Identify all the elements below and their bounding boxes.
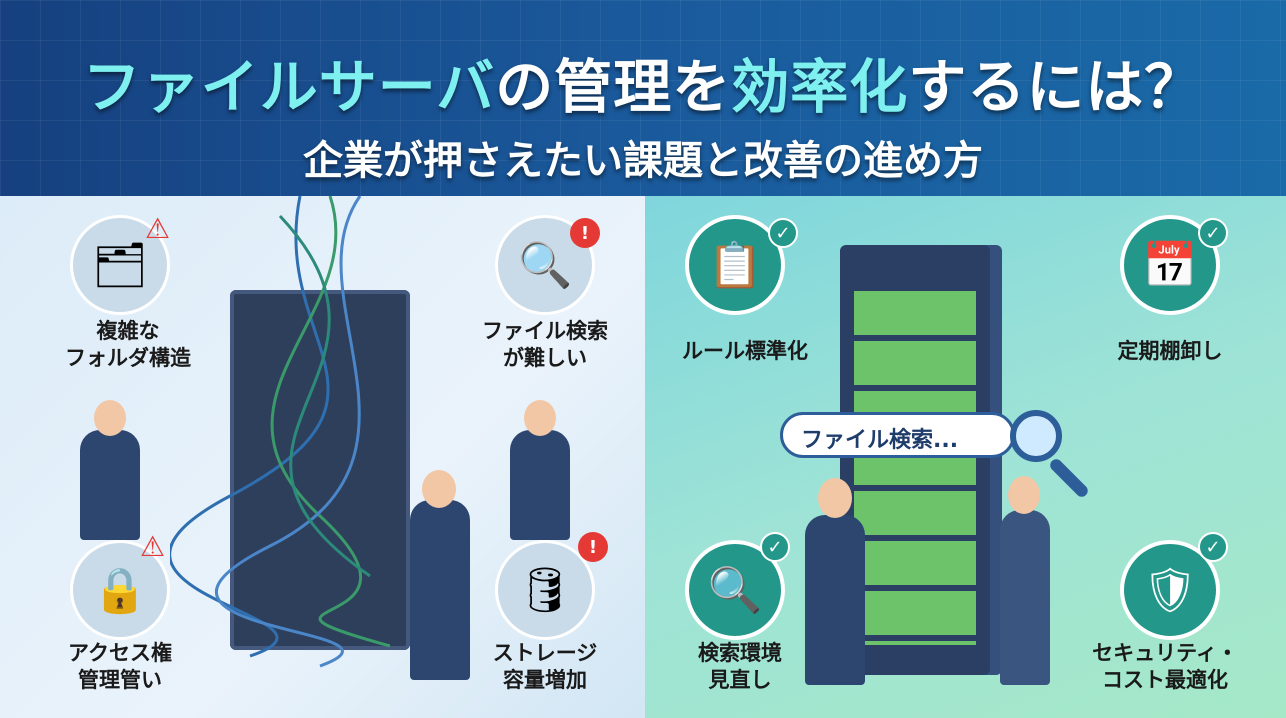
grid-background (0, 0, 1286, 196)
calendar-clock-icon: 📅 (1120, 215, 1220, 315)
tangled-cables-icon (170, 196, 391, 668)
person-head (524, 400, 556, 436)
person-head (94, 400, 126, 436)
check-icon: ✓ (1198, 532, 1228, 562)
solution-label: 検索環境見直し (698, 641, 782, 693)
magnifier-icon (1010, 410, 1062, 462)
problem-label: ストレージ容量増加 (492, 641, 598, 693)
title-part: するには？ (908, 53, 1204, 121)
folder-rack (854, 285, 976, 645)
alert-icon: ! (578, 532, 608, 562)
problem-label: アクセス権管理管い (68, 641, 172, 693)
page-title: ファイルサーバの管理を効率化するには？ (0, 40, 1286, 124)
padlock-icon: 🔒 (70, 540, 170, 640)
warning-icon: ⚠ (145, 212, 171, 245)
database-icon: 🛢 (495, 540, 595, 640)
businessman-illustration (805, 515, 865, 685)
businesswoman-illustration (1000, 510, 1050, 685)
page-subtitle: 企業が押さえたい課題と改善の進め方 (303, 138, 983, 184)
check-icon: ✓ (760, 532, 790, 562)
solution-label: ルール標準化 (682, 339, 808, 363)
check-icon: ✓ (1198, 218, 1228, 248)
folder-tree-icon: 🗂 (70, 215, 170, 315)
title-part: の管理を (495, 53, 732, 121)
document-search-icon: 🔍 (495, 215, 595, 315)
header-banner: ファイルサーバの管理を効率化するには？ 企業が押さえたい課題と改善の進め方 (0, 0, 1286, 196)
title-part: 効率化 (731, 53, 909, 121)
person-head (422, 470, 456, 508)
check-icon: ✓ (768, 218, 798, 248)
organized-server-illustration (840, 245, 990, 675)
person-head (1008, 476, 1040, 514)
thinking-person-illustration (80, 430, 140, 540)
alert-icon: ! (570, 218, 600, 248)
file-search-bar[interactable]: ファイル検索... (780, 412, 1015, 458)
thinking-person-illustration (510, 430, 570, 540)
solution-label: 定期棚卸し (1117, 339, 1223, 363)
problem-label: 複雑なフォルダ構造 (65, 319, 191, 371)
person-head (818, 478, 852, 518)
confused-person-illustration (410, 500, 470, 680)
solution-label: セキュリティ・コスト最適化 (1092, 641, 1238, 693)
title-part: ファイルサーバ (82, 53, 496, 121)
problem-label: ファイル検索が難しい (482, 319, 608, 371)
warning-icon: ⚠ (140, 530, 166, 563)
